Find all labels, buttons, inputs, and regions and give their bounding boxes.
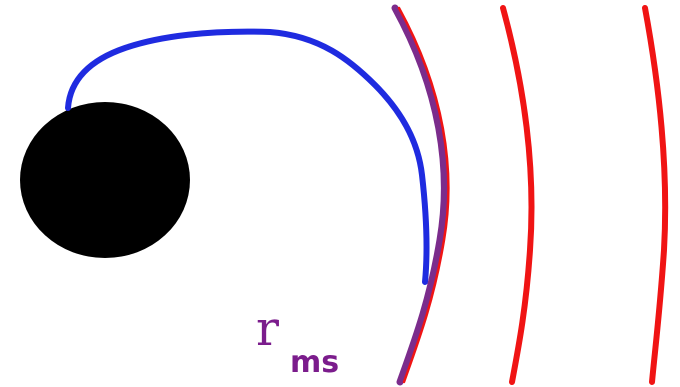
r-symbol-text: r [256,301,279,357]
wavefront-middle [503,8,532,382]
wavefront-outer [645,8,665,382]
ms-subscript-text: ms [290,345,339,380]
innermost-wavefront-ms [395,8,444,382]
black-body-disk [20,102,190,258]
r-ms-label: r ms [256,301,339,380]
